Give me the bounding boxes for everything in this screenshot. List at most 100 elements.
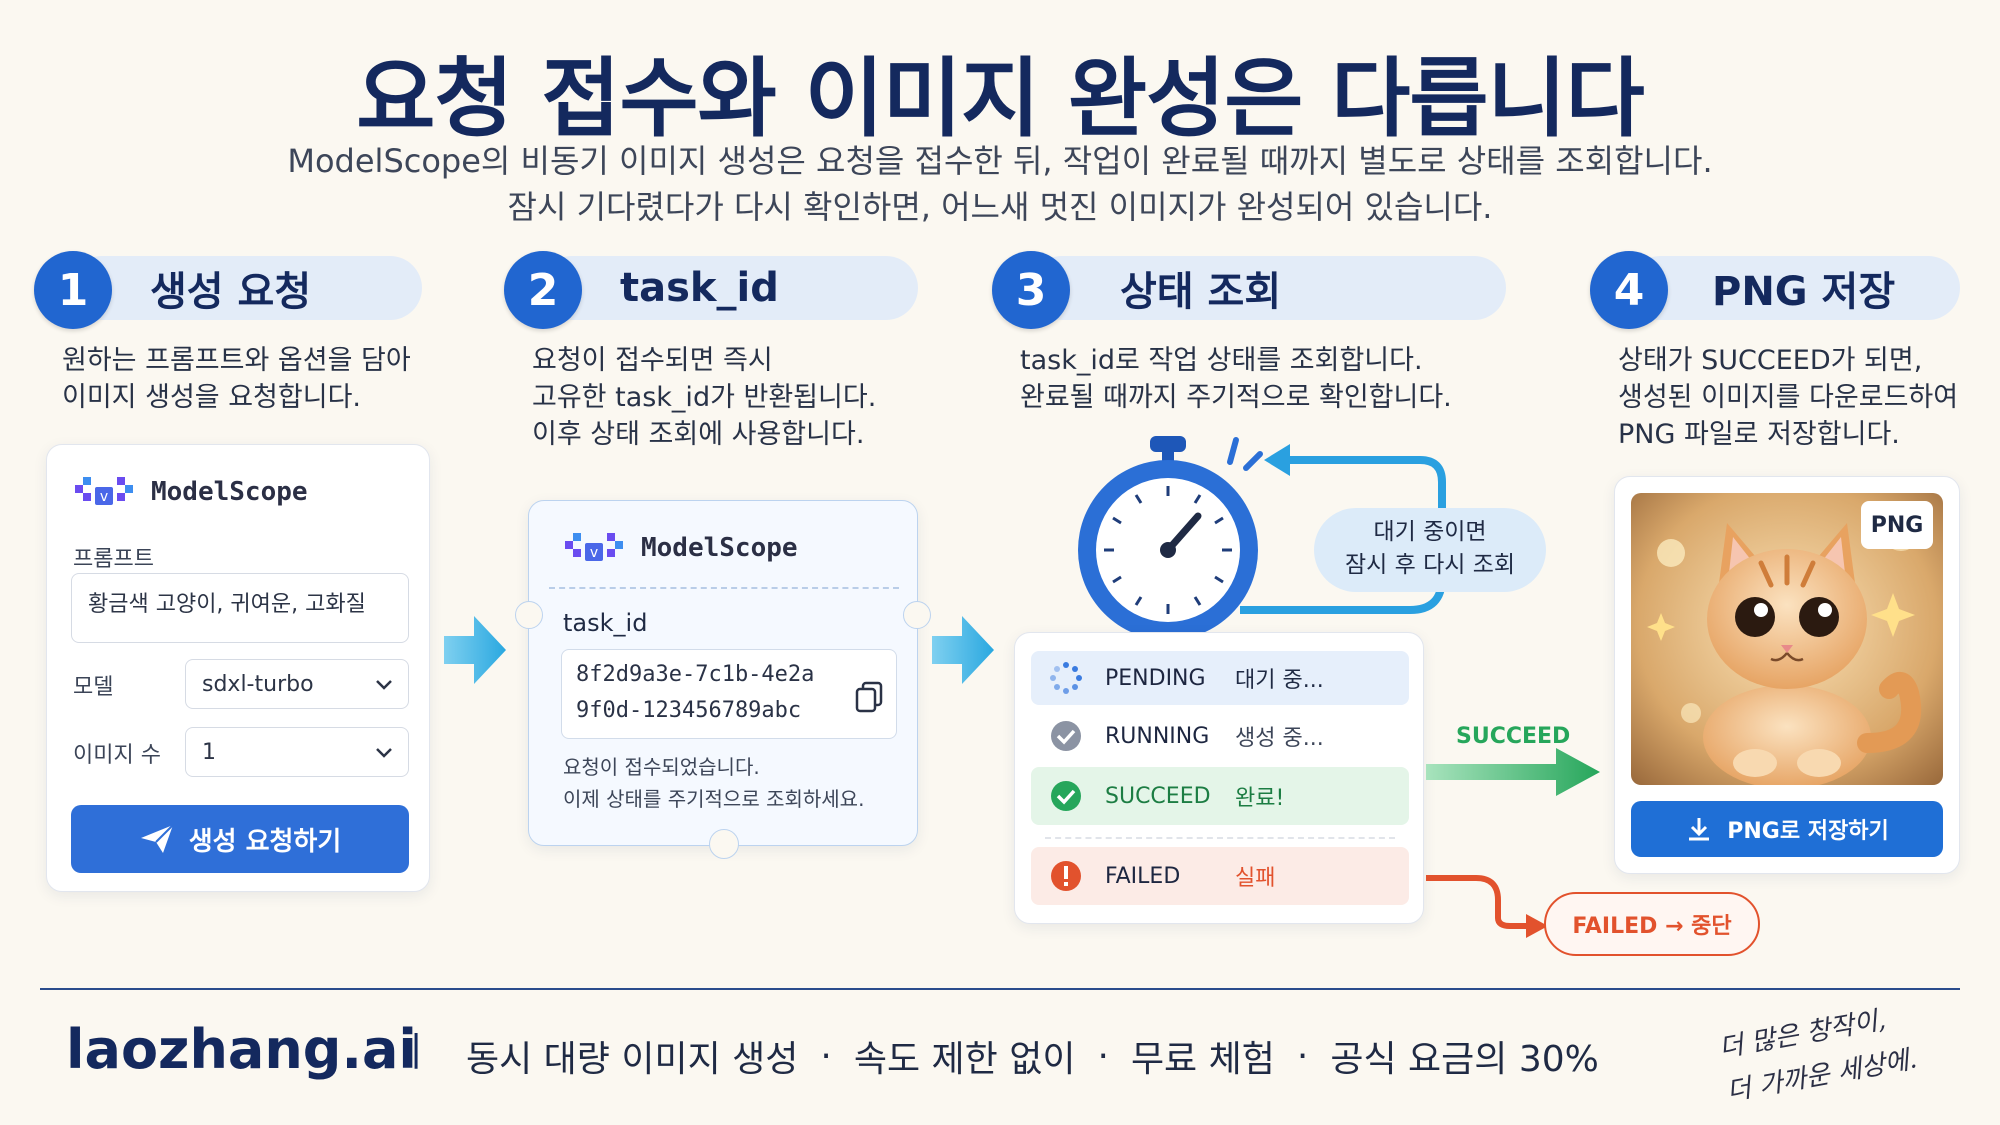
footer-feature-4: 공식 요금의 30%: [1330, 1039, 1599, 1080]
succeed-arrow: [1426, 748, 1600, 796]
step-1-number: 1: [34, 251, 112, 329]
ticket-notch-right: [903, 601, 931, 629]
step-1-description: 원하는 프롬프트와 옵션을 담아 이미지 생성을 요청합니다.: [62, 345, 411, 413]
stopwatch-icon: [1078, 436, 1258, 640]
task-id-value-line-2: 9f0d-123456789abc: [576, 698, 802, 723]
svg-text:v: v: [100, 489, 108, 505]
task-message-line-1: 요청이 접수되었습니다.: [563, 755, 760, 779]
paper-plane-icon: [140, 824, 174, 853]
svg-text:v: v: [590, 545, 598, 561]
copy-icon[interactable]: [854, 680, 884, 714]
image-count-label: 이미지 수: [73, 743, 161, 768]
save-png-label: PNG로 저장하기: [1727, 819, 1889, 844]
step-3-description: task_id로 작업 상태를 조회합니다. 완료될 때까지 주기적으로 확인합…: [1020, 345, 1452, 413]
footer-brand[interactable]: laozhang.ai: [66, 1018, 417, 1081]
step-1-label: 생성 요청: [150, 269, 312, 315]
status-text-failed: 실패: [1235, 866, 1276, 891]
status-text-pending: 대기 중...: [1235, 668, 1324, 693]
image-count-value: 1: [202, 739, 216, 765]
footer-feature-1: 동시 대량 이미지 생성: [466, 1039, 799, 1080]
retry-note-line-1: 대기 중이면: [1373, 519, 1487, 545]
download-icon: [1689, 818, 1710, 841]
status-text-running: 생성 중...: [1235, 726, 1324, 751]
retry-note-bubble: 대기 중이면 잠시 후 다시 조회: [1314, 508, 1546, 592]
status-text-succeed: 완료!: [1235, 786, 1285, 811]
modelscope-logo-icon: v: [565, 533, 623, 561]
flow-arrow-1: [444, 616, 506, 684]
prompt-label: 프롬프트: [73, 547, 154, 572]
step-2-label: task_id: [620, 265, 779, 311]
brand-name: ModelScope: [151, 477, 308, 507]
footer-feature-2: 속도 제한 없이: [853, 1039, 1076, 1080]
handwritten-slogan: 더 많은 창작이, 더 가까운 세상에.: [1716, 994, 1921, 1114]
task-id-card: v ModelScope task_id 8f2d9a3e-7c1b-4e2a …: [515, 500, 931, 859]
step-2-number: 2: [504, 251, 582, 329]
status-code-succeed: SUCCEED: [1105, 783, 1211, 809]
model-select[interactable]: sdxl-turbo: [185, 659, 409, 709]
submit-button-label: 생성 요청하기: [188, 826, 342, 857]
step-3-header: 상태 조회: [1030, 256, 1506, 320]
status-row-running: RUNNING 생성 중...: [1031, 711, 1409, 761]
step-4-description: 상태가 SUCCEED가 되면, 생성된 이미지를 다운로드하여 PNG 파일로…: [1618, 345, 1959, 450]
png-result-card: PNG PNG로 저장하기: [1614, 476, 1960, 874]
task-message-line-2: 이제 상태를 주기적으로 조회하세요.: [563, 787, 865, 811]
check-circle-green-icon: [1051, 781, 1081, 811]
model-select-value: sdxl-turbo: [202, 671, 314, 697]
model-label: 모델: [73, 675, 114, 700]
task-id-value-line-1: 8f2d9a3e-7c1b-4e2a: [576, 662, 815, 687]
footer-dot: ·: [820, 1035, 832, 1077]
ticket-notch-left: [515, 601, 543, 629]
footer-dot: ·: [1097, 1035, 1109, 1077]
footer-divider: [40, 988, 1960, 990]
flow-arrow-2: [932, 616, 994, 684]
footer-separator: |: [410, 1028, 423, 1069]
step-2-description: 요청이 접수되면 즉시 고유한 task_id가 반환됩니다. 이후 상태 조회…: [532, 345, 877, 450]
status-divider: [1045, 837, 1395, 839]
alert-circle-icon: [1051, 861, 1081, 891]
status-code-pending: PENDING: [1105, 665, 1206, 691]
task-id-label: task_id: [563, 609, 648, 637]
subtitle-line-2: 잠시 기다렸다가 다시 확인하면, 어느새 멋진 이미지가 완성되어 있습니다.: [507, 188, 1493, 226]
chevron-down-icon: [376, 680, 392, 690]
submit-request-button[interactable]: 생성 요청하기: [71, 805, 409, 873]
step-4-number: 4: [1590, 251, 1668, 329]
step-2-header: task_id: [540, 256, 918, 320]
request-form-card: v ModelScope 프롬프트 황금색 고양이, 귀여운, 고화질 모델 s…: [46, 444, 430, 892]
chevron-down-icon: [376, 748, 392, 758]
brand-name: ModelScope: [641, 533, 798, 563]
page-title: 요청 접수와 이미지 완성은 다릅니다: [356, 49, 1645, 149]
retry-note-line-2: 잠시 후 다시 조회: [1344, 552, 1516, 578]
failed-arrow: [1426, 875, 1548, 938]
ticket-notch-bottom: [709, 829, 739, 859]
subtitle-line-1: ModelScope의 비동기 이미지 생성은 요청을 접수한 뒤, 작업이 완…: [287, 142, 1713, 180]
image-count-select[interactable]: 1: [185, 727, 409, 777]
spinner-icon: [1050, 662, 1082, 694]
footer-features: 동시 대량 이미지 생성 · 속도 제한 없이 · 무료 체험 · 공식 요금의…: [466, 1030, 1599, 1082]
step-4-label: PNG 저장: [1712, 269, 1896, 315]
step-3-number: 3: [992, 251, 1070, 329]
step-3-label: 상태 조회: [1120, 269, 1282, 315]
prompt-input[interactable]: 황금색 고양이, 귀여운, 고화질: [71, 573, 409, 643]
task-id-box: 8f2d9a3e-7c1b-4e2a 9f0d-123456789abc: [561, 649, 897, 739]
footer-feature-3: 무료 체험: [1130, 1039, 1275, 1080]
succeed-arrow-label: SUCCEED: [1456, 724, 1571, 749]
step-1-header: 생성 요청: [70, 256, 422, 320]
status-code-failed: FAILED: [1105, 863, 1181, 889]
modelscope-logo-icon: v: [75, 477, 133, 505]
save-png-button[interactable]: PNG로 저장하기: [1631, 801, 1943, 857]
status-row-pending: PENDING 대기 중...: [1031, 651, 1409, 705]
alarm-lines-icon: [1227, 437, 1263, 471]
modelscope-logo: v ModelScope: [73, 471, 308, 513]
ticket-divider: [549, 587, 899, 589]
check-circle-gray-icon: [1051, 721, 1081, 751]
status-row-failed: FAILED 실패: [1031, 847, 1409, 905]
cat-image: [1631, 493, 1943, 785]
failed-stop-badge: FAILED → 중단: [1544, 892, 1760, 956]
png-badge: PNG: [1861, 501, 1933, 549]
modelscope-logo: v ModelScope: [563, 527, 798, 569]
footer-dot: ·: [1296, 1035, 1309, 1077]
step-4-header: PNG 저장: [1628, 256, 1960, 320]
status-code-running: RUNNING: [1105, 723, 1210, 749]
status-row-succeed: SUCCEED 완료!: [1031, 767, 1409, 825]
status-panel: PENDING 대기 중... RUNNING 생성 중... SUCCEED …: [1014, 632, 1424, 924]
